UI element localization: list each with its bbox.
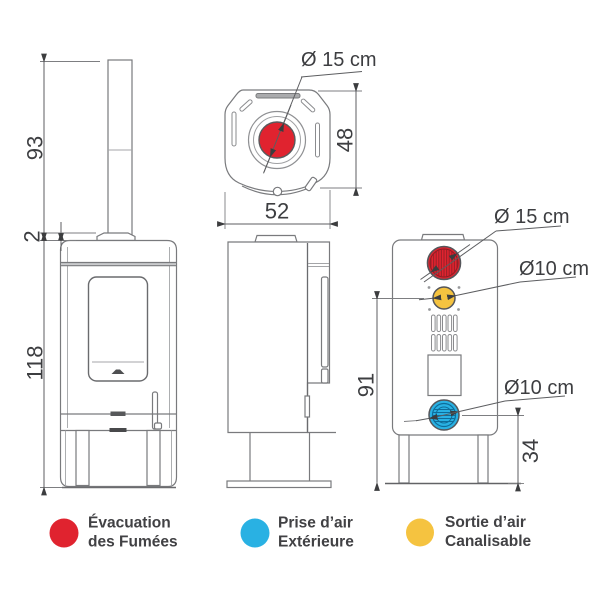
side-body-outline	[227, 241, 331, 434]
legend-item-smoke-evacuation: Évacuation des Fumées	[49, 515, 178, 551]
top-view	[224, 89, 331, 197]
side-view	[226, 234, 336, 489]
smoke-flue-ring	[429, 248, 459, 278]
legend: Évacuation des Fumées Prise d’air Extéri…	[49, 514, 532, 551]
top-band	[61, 263, 176, 266]
legend-label: Sortie d’air	[445, 514, 526, 531]
lower-band-latch	[110, 411, 126, 416]
chimney-pipe	[107, 59, 133, 236]
side-door-lower	[320, 368, 329, 384]
dim-total-height: 118	[23, 345, 48, 380]
dim-chimney-height: 93	[23, 136, 48, 160]
diameter-arrow	[415, 414, 438, 422]
rear-knob	[272, 186, 283, 197]
rear-view	[385, 233, 521, 485]
side-latch	[304, 395, 311, 418]
leader-underline	[495, 225, 562, 232]
chimney-flange	[96, 232, 136, 242]
door-latch-mark	[111, 369, 125, 374]
front-view	[59, 59, 178, 489]
diameter-arrow	[278, 104, 292, 133]
rear-leg-right	[477, 434, 489, 484]
side-floor-plate	[226, 480, 332, 489]
label-rear-flue-diameter: Ø 15 cm	[494, 206, 570, 228]
rear-top-cap	[420, 233, 466, 241]
leader-underline	[300, 71, 363, 78]
diameter-arrow	[420, 265, 440, 280]
dim-top-depth: 48	[333, 128, 358, 152]
rear-view-dimensions: Ø 15 cm Ø10 cm 91 Ø10 cm 34	[354, 206, 589, 492]
rear-vent-slats	[431, 314, 458, 352]
stove-door	[87, 276, 149, 382]
leader-arrow	[446, 281, 521, 301]
leader-arrow	[449, 400, 506, 417]
front-view-dimensions: 93 2 118	[20, 53, 100, 496]
top-vents	[231, 93, 320, 158]
legend-label: Évacuation	[88, 515, 171, 532]
side-top-cap	[254, 234, 298, 243]
legend-label: Canalisable	[445, 533, 532, 550]
flue-collar-outer	[247, 110, 307, 170]
leg-right	[146, 429, 161, 487]
legend-label: Extérieure	[278, 534, 354, 551]
leg-left	[75, 429, 90, 487]
dim-rear-outlet-height: 91	[354, 373, 379, 397]
dim-top-plate: 2	[20, 230, 45, 242]
leader-diagonal	[423, 230, 497, 283]
leader-underline	[504, 395, 566, 402]
legend-swatch-blue	[240, 518, 270, 548]
side-door-glass	[320, 276, 329, 368]
base-vent-slot	[109, 428, 127, 432]
dim-top-width: 52	[265, 199, 289, 224]
legend-item-ductable-outlet: Sortie d’air Canalisable	[406, 514, 532, 550]
screw-dots	[427, 286, 461, 311]
legend-item-air-intake: Prise d’air Extérieure	[240, 515, 354, 551]
handle-tab	[304, 176, 318, 192]
dim-rear-intake-height: 34	[518, 439, 543, 463]
label-top-flue-diameter: Ø 15 cm	[301, 49, 377, 71]
leader-underline	[519, 276, 577, 283]
diameter-arrow	[448, 244, 471, 261]
label-rear-intake-diameter: Ø10 cm	[504, 377, 574, 399]
legend-swatch-yellow	[406, 518, 434, 547]
junction-panel	[427, 354, 462, 397]
door-handle-foot	[153, 422, 163, 430]
legend-label: des Fumées	[88, 534, 178, 551]
top-view-dimensions: Ø 15 cm 48 52	[217, 49, 377, 229]
legend-swatch-red	[49, 518, 79, 548]
diameter-arrow	[263, 148, 277, 174]
ext-line	[403, 420, 418, 422]
rear-leg-left	[398, 434, 410, 484]
flue-collar-inner	[253, 116, 301, 164]
legend-label: Prise d’air	[278, 515, 353, 532]
diameter-arrow	[418, 294, 442, 301]
label-rear-outlet-diameter: Ø10 cm	[519, 258, 589, 280]
ductable-air-port	[432, 286, 456, 310]
